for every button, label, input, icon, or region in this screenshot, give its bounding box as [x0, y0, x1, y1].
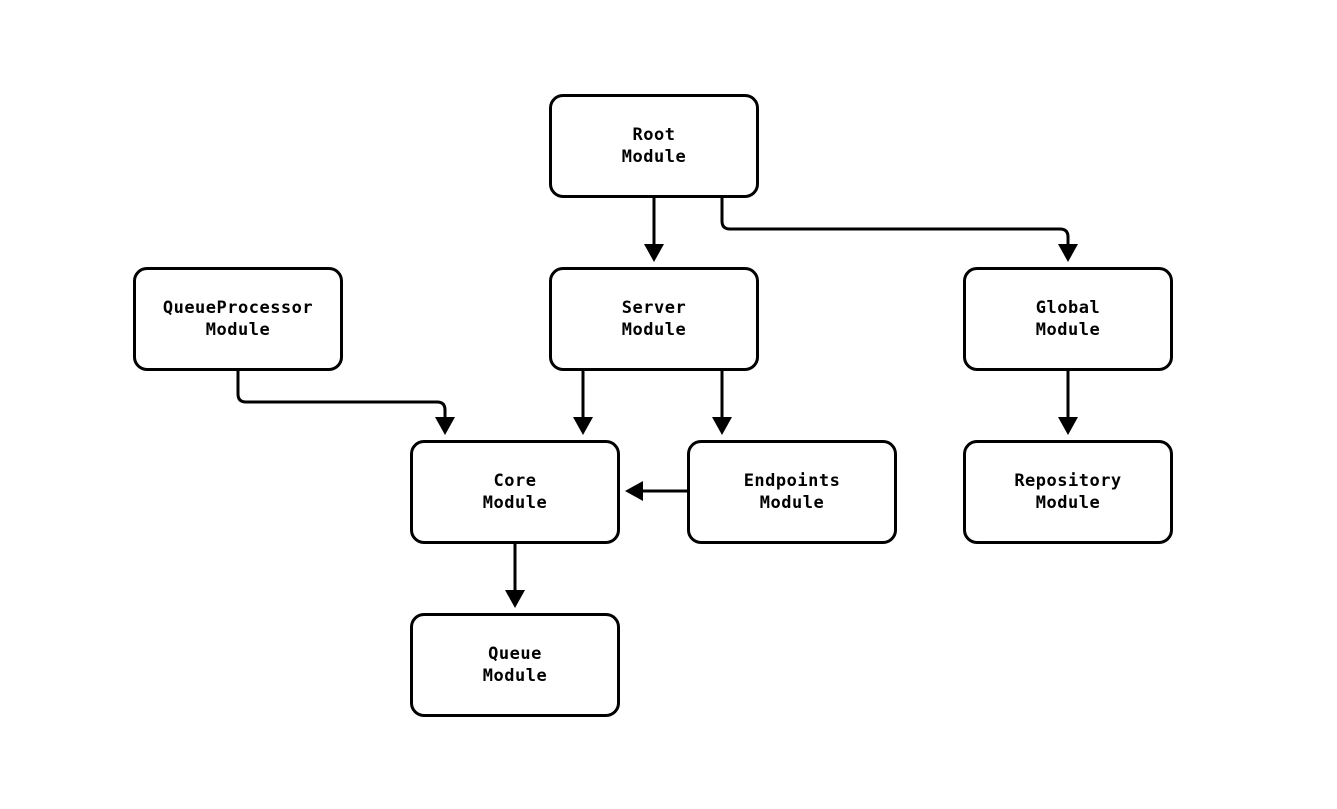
arrowhead-server-core [573, 417, 593, 435]
arrowhead-global-repository [1058, 417, 1078, 435]
node-label-secondary: Module [759, 493, 825, 513]
node-label-primary: Queue [488, 644, 542, 664]
node-label-secondary: Module [1035, 320, 1101, 340]
node-label-secondary: Module [1035, 493, 1101, 513]
node-label-primary: Root [632, 125, 676, 145]
node-label-secondary: Module [482, 493, 548, 513]
node-label-secondary: Module [205, 320, 271, 340]
arrowhead-core-queue [505, 590, 525, 608]
node-label-primary: Global [1035, 298, 1101, 318]
arrowhead-endpoints-core [625, 481, 643, 501]
node-label-secondary: Module [621, 320, 687, 340]
arrowhead-queueprocessor-core [435, 417, 455, 435]
arrowhead-server-endpoints [712, 417, 732, 435]
node-label-primary: QueueProcessor [162, 298, 314, 318]
node-label-secondary: Module [621, 147, 687, 167]
node-label-secondary: Module [482, 666, 548, 686]
node-label-primary: Core [493, 471, 537, 491]
node-label-primary: Endpoints [743, 471, 841, 491]
arrowhead-root-global [1058, 244, 1078, 262]
edge-queueprocessor-core [236, 371, 447, 417]
arrowhead-root-server [644, 244, 664, 262]
edge-root-global [720, 198, 1070, 244]
node-label-primary: Server [621, 298, 687, 318]
node-label-primary: Repository [1014, 471, 1122, 491]
